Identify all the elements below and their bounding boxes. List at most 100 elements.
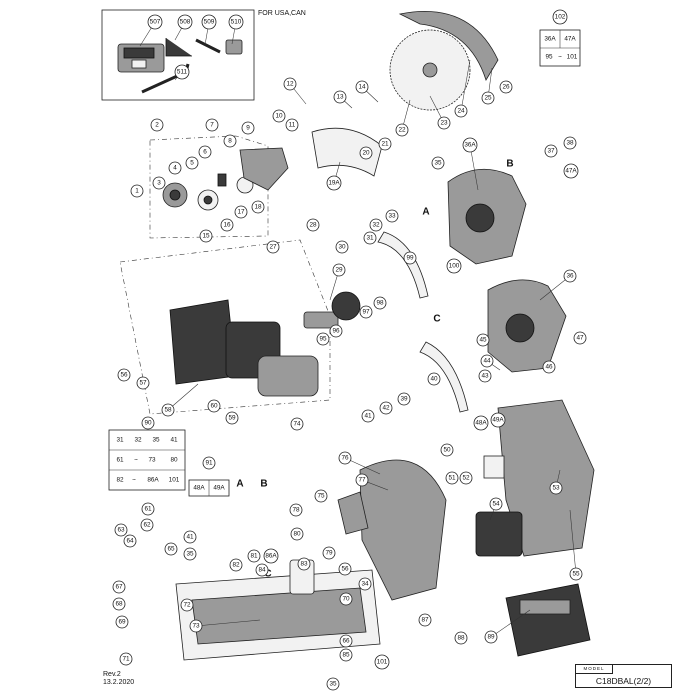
callout-number: 32 (372, 222, 380, 229)
part-callout-31: 31 (363, 231, 377, 245)
part-callout-90: 90 (141, 416, 155, 430)
part-callout-87: 87 (418, 613, 432, 627)
part-callout-68: 68 (112, 597, 126, 611)
part-callout-102: 102 (552, 9, 568, 25)
callout-number: 81 (250, 553, 258, 560)
callout-number: 79 (325, 550, 333, 557)
callout-number: 100 (449, 263, 460, 270)
callout-circle (418, 613, 432, 627)
part-callout-63: 63 (114, 523, 128, 537)
callout-circle (499, 80, 513, 94)
callout-circle (454, 631, 468, 645)
part-callout-508: 508 (177, 14, 193, 30)
callout-number: 66 (342, 638, 350, 645)
callout-circle (147, 14, 163, 30)
callout-circle (115, 615, 129, 629)
part-callout-20: 20 (359, 146, 373, 160)
callout-circle (117, 368, 131, 382)
part-callout-14: 14 (355, 80, 369, 94)
callout-circle (285, 118, 299, 132)
part-callout-507: 507 (147, 14, 163, 30)
leader-line (344, 457, 381, 475)
callout-circle (266, 240, 280, 254)
callout-number: 8 (228, 138, 232, 145)
callout-number: 30 (338, 244, 346, 251)
part-callout-64: 64 (123, 534, 137, 548)
callout-circle (440, 443, 454, 457)
part-callout-8: 8 (223, 134, 237, 148)
part-callout-35: 35 (326, 677, 340, 691)
group-90-item: 41 (170, 437, 178, 444)
leader-line (460, 59, 471, 112)
callout-number: 36 (566, 273, 574, 280)
part-callout-50: 50 (440, 443, 454, 457)
part-callout-80: 80 (290, 527, 304, 541)
reference-letter-c: C (433, 314, 440, 325)
callout-number: 15 (202, 233, 210, 240)
part-callout-46: 46 (542, 360, 556, 374)
group-102-item: 101 (567, 54, 578, 61)
callout-number: 35 (434, 160, 442, 167)
leader-line (167, 383, 199, 411)
callout-circle (427, 372, 441, 386)
callout-number: 37 (547, 148, 555, 155)
part-callout-100: 100 (446, 258, 462, 274)
group-91-item: 49A (213, 485, 225, 492)
callout-circle (335, 240, 349, 254)
callout-circle (140, 518, 154, 532)
group-box-102: 36A 47A 95 ~ 101 (539, 29, 581, 67)
callout-number: 38 (566, 140, 574, 147)
callout-circle (152, 176, 166, 190)
callout-number: 42 (382, 405, 390, 412)
leader-line (195, 619, 261, 627)
part-callout-57: 57 (136, 376, 150, 390)
callout-circle (454, 104, 468, 118)
callout-circle (174, 64, 190, 80)
callout-number: 96 (332, 328, 340, 335)
callout-number: 101 (377, 659, 388, 666)
callout-circle (490, 412, 506, 428)
callout-number: 68 (115, 601, 123, 608)
callout-circle (573, 331, 587, 345)
callout-number: 97 (362, 309, 370, 316)
part-callout-9: 9 (241, 121, 255, 135)
callout-circle (473, 415, 489, 431)
revision-note: Rev.2 13.2.2020 (103, 671, 134, 687)
callout-number: 16 (223, 222, 231, 229)
model-label: MODEL (576, 665, 613, 674)
callout-circle (306, 218, 320, 232)
callout-circle (141, 502, 155, 516)
callout-circle (369, 218, 383, 232)
callout-circle (480, 354, 494, 368)
group-90-item: 86A (147, 477, 159, 484)
part-callout-35: 35 (183, 547, 197, 561)
callout-number: 9 (246, 125, 250, 132)
switch-controller-54 (475, 455, 523, 557)
callout-number: 71 (122, 656, 130, 663)
callout-number: 52 (462, 475, 470, 482)
gear-assembly (162, 147, 289, 211)
callout-number: 41 (186, 534, 194, 541)
part-callout-38: 38 (563, 136, 577, 150)
callout-circle (283, 77, 297, 91)
part-callout-85: 85 (339, 648, 353, 662)
callout-circle (363, 231, 377, 245)
housing-36a (447, 168, 527, 265)
group-box-90: 31 32 35 41 61 ~ 73 80 82 ~ 86A 101 (108, 429, 186, 491)
callout-number: 22 (398, 127, 406, 134)
callout-number: 21 (381, 141, 389, 148)
callout-circle (326, 175, 342, 191)
callout-circle (322, 546, 336, 560)
clip-510 (225, 39, 243, 55)
callout-number: 58 (164, 407, 172, 414)
part-callout-49a: 49A (490, 412, 506, 428)
callout-number: 511 (177, 69, 188, 76)
battery-89 (505, 583, 591, 657)
part-callout-21: 21 (378, 137, 392, 151)
callout-number: 12 (286, 81, 294, 88)
part-callout-89: 89 (484, 630, 498, 644)
part-callout-71: 71 (119, 652, 133, 666)
part-callout-86a: 86A (263, 548, 279, 564)
callout-number: 57 (139, 380, 147, 387)
part-callout-22: 22 (395, 123, 409, 137)
